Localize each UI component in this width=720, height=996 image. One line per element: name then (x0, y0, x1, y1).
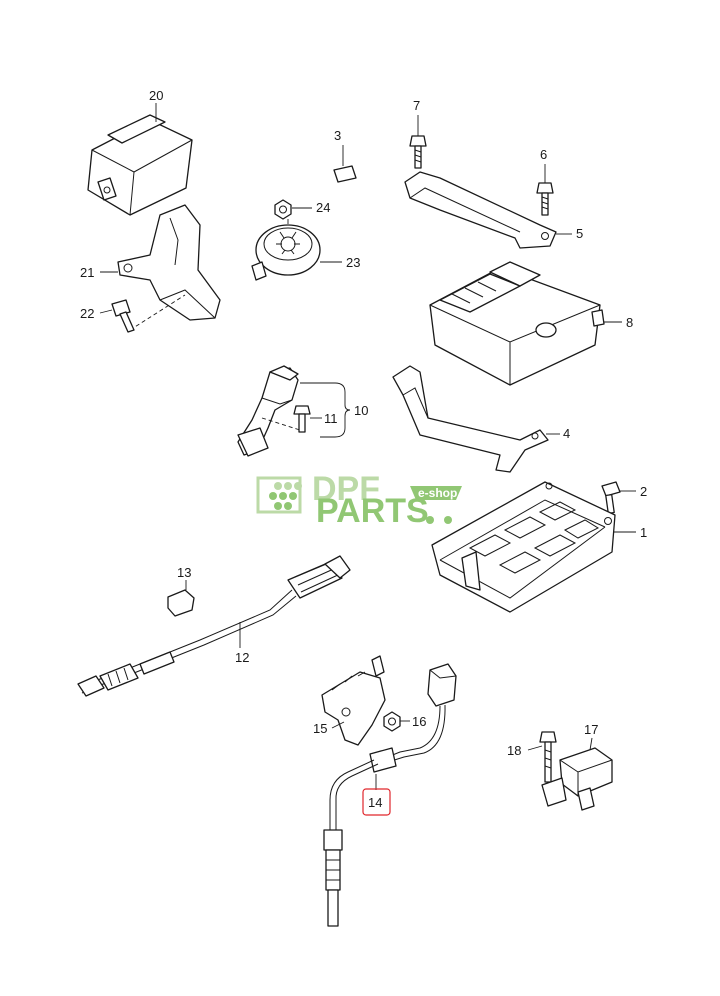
logo-text-eshop: e-shop (418, 486, 457, 500)
part-1-ecu-carrier (431, 481, 636, 613)
part-3-pad (333, 145, 357, 183)
callout-1: 1 (640, 525, 647, 540)
part-24-nut (274, 199, 312, 220)
callout-12: 12 (235, 650, 249, 665)
part-6-bolt (536, 164, 554, 216)
callout-6: 6 (540, 147, 547, 162)
logo-text-parts: PARTS (316, 492, 429, 530)
callout-10: 10 (354, 403, 368, 418)
logo-cart-icon (410, 486, 462, 500)
part-22-bolt (99, 299, 135, 333)
callout-labels: 20 3 7 6 24 5 23 21 22 8 10 11 4 2 1 13 … (80, 88, 647, 810)
callout-18: 18 (507, 743, 521, 758)
logo-dots-icon (269, 482, 302, 510)
part-4-bracket (392, 365, 560, 473)
part-11-screw (293, 405, 322, 433)
part-12-lambda-probe (77, 555, 351, 697)
logo-frame (256, 476, 302, 514)
callout-22: 22 (80, 306, 94, 321)
part-8-ecu (429, 261, 622, 386)
callout-21: 21 (80, 265, 94, 280)
part-5-bracket (404, 171, 572, 249)
callout-20: 20 (149, 88, 163, 103)
callout-14: 14 (368, 795, 382, 810)
part-15-bracket (321, 655, 386, 746)
callout-16: 16 (412, 714, 426, 729)
part-10-sensor-assembly (237, 365, 351, 457)
callout-5: 5 (576, 226, 583, 241)
callout-2: 2 (640, 484, 647, 499)
part-16-nut (383, 711, 410, 732)
part-17-pressure-sensor (541, 737, 613, 811)
part-13-clip (167, 580, 195, 617)
callout-8: 8 (626, 315, 633, 330)
callout-4: 4 (563, 426, 570, 441)
watermark-logo: DPF PARTS e-shop (256, 470, 462, 530)
part-2-bolt (601, 481, 636, 514)
part-7-bolt (409, 115, 427, 169)
callout-15: 15 (313, 721, 327, 736)
callout-3: 3 (334, 128, 341, 143)
callout-23: 23 (346, 255, 360, 270)
callout-11: 11 (324, 411, 338, 426)
part-23-sensor (251, 219, 342, 281)
callout-17: 17 (584, 722, 598, 737)
part-14-highlight-box (362, 788, 391, 816)
callout-24: 24 (316, 200, 330, 215)
logo-text-dpf: DPF (312, 470, 380, 508)
callout-13: 13 (177, 565, 191, 580)
callout-7: 7 (413, 98, 420, 113)
part-20-control-unit (87, 103, 193, 216)
part-21-bracket (100, 204, 221, 331)
part-18-bolt (527, 731, 557, 783)
part-14-exhaust-temp-sensor (323, 663, 457, 927)
